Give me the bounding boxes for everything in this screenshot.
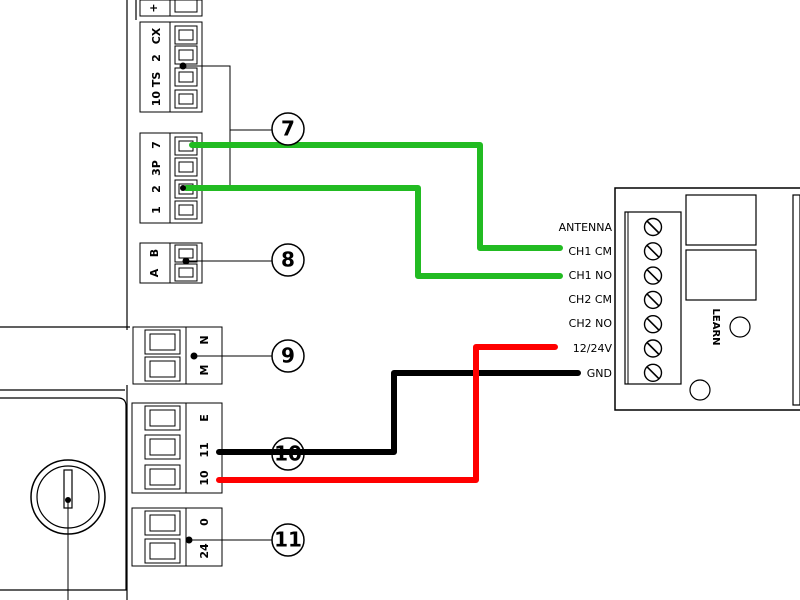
receiver-label-antenna: ANTENNA <box>559 221 613 234</box>
terminal-block-24: 0 24 <box>131 507 272 567</box>
terminal-block-e: E 11 10 <box>131 402 223 494</box>
svg-text:11: 11 <box>274 528 302 552</box>
terminal-label-plus: + <box>147 3 160 12</box>
terminal-block-nm: N M <box>132 326 272 385</box>
receiver-screw-terminals <box>643 217 663 382</box>
screw-slot <box>646 269 660 283</box>
terminal-label-a: A <box>148 268 161 277</box>
receiver-label-gnd: GND <box>587 367 612 380</box>
terminal-block-3p: 7 3P 2 1 <box>139 130 231 224</box>
wire-red-12-24v <box>216 344 558 483</box>
key-switch-icon <box>30 459 106 600</box>
wire-green-ch1-cm <box>189 142 563 251</box>
receiver-label-ch2-no: CH2 NO <box>569 317 613 330</box>
terminal-label-24: 24 <box>198 543 211 559</box>
terminal-label-11: 11 <box>198 442 211 457</box>
terminal-label-e: E <box>198 414 211 422</box>
learn-button <box>729 316 751 338</box>
controller-board <box>0 0 137 600</box>
terminal-label-7: 7 <box>150 141 163 149</box>
svg-text:8: 8 <box>281 248 295 272</box>
terminal-block-ts: CX 2 10 TS <box>139 21 272 131</box>
terminal-label-n: N <box>198 335 211 344</box>
receiver-module: LEARN ANTENNA CH1 CM CH1 NO CH2 CM CH2 N… <box>559 187 800 411</box>
terminal-label-2b: 2 <box>150 185 163 193</box>
receiver-label-ch1-no: CH1 NO <box>569 269 613 282</box>
screw-slot <box>646 220 660 234</box>
terminal-label-b: B <box>148 249 161 257</box>
terminal-label-2a: 2 <box>150 54 163 62</box>
callout-9: 9 <box>271 339 305 373</box>
terminal-label-m: M <box>198 365 211 376</box>
terminal-label-0: 0 <box>198 518 211 526</box>
svg-text:10: 10 <box>274 442 302 466</box>
svg-text:9: 9 <box>281 344 295 368</box>
wires <box>183 142 581 483</box>
terminal-block-top: + <box>139 0 203 17</box>
terminal-label-10: 10 <box>198 470 211 486</box>
screw-slot <box>646 317 660 331</box>
terminal-label-10ts: 10 TS <box>150 72 163 107</box>
screw-slot <box>646 293 660 307</box>
receiver-label-ch1-cm: CH1 CM <box>568 245 612 258</box>
receiver-label-12-24v: 12/24V <box>573 342 613 355</box>
receiver-label-ch2-cm: CH2 CM <box>568 293 612 306</box>
learn-label: LEARN <box>710 308 721 345</box>
callout-11: 11 <box>271 523 305 557</box>
callout-10: 10 <box>271 437 305 471</box>
led-indicator <box>689 379 711 401</box>
callout-8: 8 <box>271 243 305 277</box>
wire-green-ch1-no <box>183 185 563 279</box>
callout-7: 7 <box>271 112 305 146</box>
screw-slot <box>646 366 660 380</box>
terminal-label-1: 1 <box>150 206 163 214</box>
terminal-block-ab: B A <box>139 242 272 284</box>
wire-black-gnd <box>216 370 581 455</box>
terminal-label-cx: CX <box>150 27 163 44</box>
screw-slot <box>646 244 660 258</box>
terminal-label-3p: 3P <box>150 160 163 176</box>
svg-text:7: 7 <box>281 117 295 141</box>
screw-slot <box>646 341 660 356</box>
